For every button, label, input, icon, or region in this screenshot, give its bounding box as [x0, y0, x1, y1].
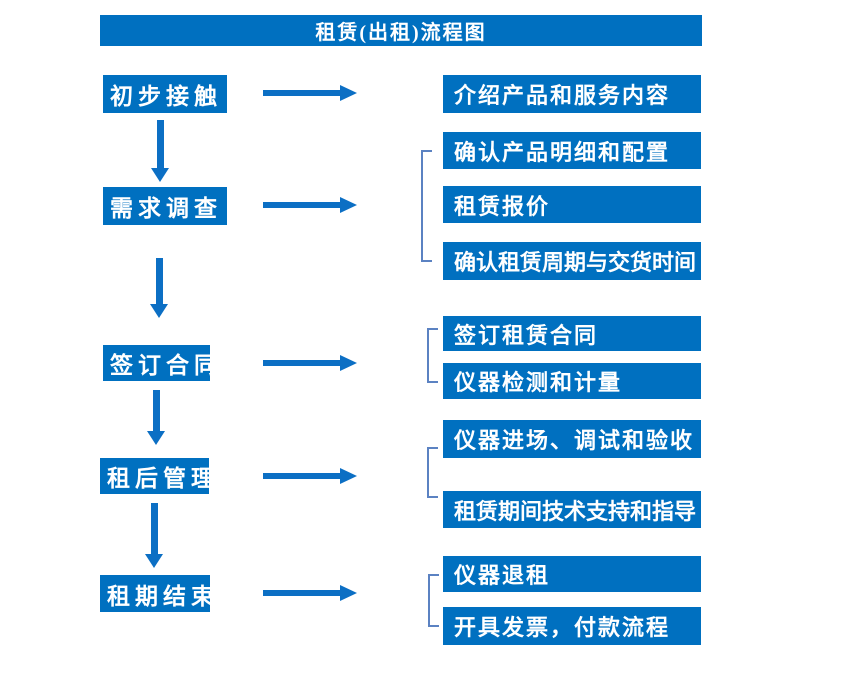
group-bracket-icon	[427, 328, 438, 383]
stage-box-initial-contact: 初步接触	[103, 75, 227, 113]
group-bracket-icon	[428, 574, 439, 627]
output-box-tech-support: 租赁期间技术支持和指导	[443, 491, 701, 528]
group-bracket-icon	[427, 447, 438, 498]
stage-box-demand-survey: 需求调查	[103, 187, 227, 225]
output-box-instrument-inspection: 仪器检测和计量	[443, 363, 701, 399]
stage-box-sign-contract: 签订合同	[103, 345, 210, 381]
flowchart-title-bar: 租赁(出租)流程图	[100, 15, 702, 46]
output-box-introduce-products: 介绍产品和服务内容	[443, 75, 701, 113]
stage-box-rental-end: 租期结束	[100, 575, 210, 612]
output-box-sign-rental-contract: 签订租赁合同	[443, 316, 701, 351]
output-box-instrument-setup-acceptance: 仪器进场、调试和验收	[443, 420, 701, 458]
output-box-confirm-period-delivery: 确认租赁周期与交货时间	[443, 242, 701, 280]
group-bracket-icon	[421, 150, 432, 262]
stage-box-post-rental-management: 租后管理	[100, 458, 209, 494]
output-box-rental-quote: 租赁报价	[443, 186, 701, 223]
output-box-invoice-payment: 开具发票，付款流程	[443, 607, 701, 645]
flowchart-title: 租赁(出租)流程图	[315, 22, 487, 44]
output-box-instrument-return: 仪器退租	[443, 556, 701, 592]
output-box-confirm-details: 确认产品明细和配置	[443, 132, 701, 169]
